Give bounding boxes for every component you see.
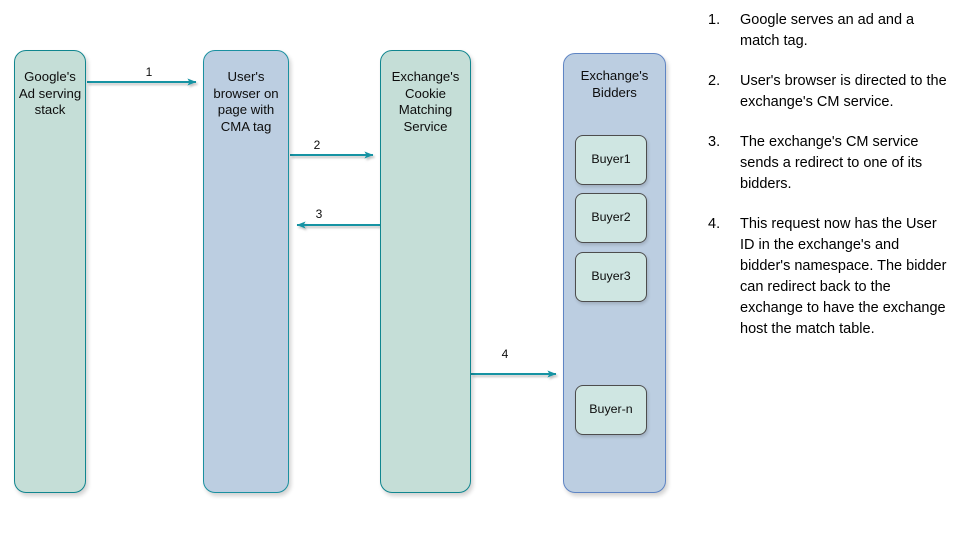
buyer-label: Buyer3 [591, 269, 631, 283]
node-google-label: Google's Ad serving stack [18, 69, 82, 117]
buyer-label: Buyer-n [589, 402, 633, 416]
steps-list: 1. Google serves an ad and a match tag. … [708, 10, 948, 359]
step-number: 3. [708, 134, 721, 150]
arrow-label-1: 1 [145, 65, 153, 79]
list-item: 1. Google serves an ad and a match tag. [708, 10, 948, 52]
node-exchange-cookie-matching-service[interactable]: Exchange's Cookie Matching Service [380, 50, 471, 493]
step-number: 4. [708, 216, 721, 232]
node-bidders-label: Exchange's Bidders [580, 68, 649, 100]
buyer-label: Buyer2 [591, 210, 631, 224]
step-text: This request now has the User ID in the … [740, 216, 947, 337]
step-number: 1. [708, 12, 721, 28]
list-item: 3. The exchange's CM service sends a red… [708, 132, 948, 195]
arrow-label-3: 3 [315, 207, 323, 221]
arrow-label-4: 4 [501, 347, 509, 361]
step-text: The exchange's CM service sends a redire… [740, 134, 923, 192]
arrow-label-2: 2 [313, 138, 321, 152]
step-number: 2. [708, 73, 721, 89]
node-cms-label: Exchange's Cookie Matching Service [391, 69, 460, 134]
buyer-box[interactable]: Buyer1 [575, 135, 647, 185]
buyer-box[interactable]: Buyer-n [575, 385, 647, 435]
list-item: 4. This request now has the User ID in t… [708, 214, 948, 340]
step-text: Google serves an ad and a match tag. [740, 12, 915, 49]
node-browser-label: User's browser on page with CMA tag [213, 69, 279, 134]
node-user-browser[interactable]: User's browser on page with CMA tag [203, 50, 289, 493]
buyer-box[interactable]: Buyer3 [575, 252, 647, 302]
node-google-ad-serving-stack[interactable]: Google's Ad serving stack [14, 50, 86, 493]
buyer-box[interactable]: Buyer2 [575, 193, 647, 243]
buyer-label: Buyer1 [591, 152, 631, 166]
list-item: 2. User's browser is directed to the exc… [708, 71, 948, 113]
step-text: User's browser is directed to the exchan… [740, 73, 947, 110]
